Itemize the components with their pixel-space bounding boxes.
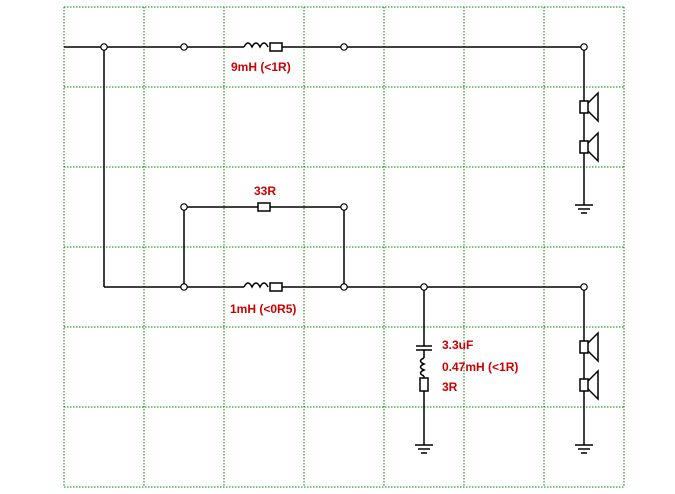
node [180, 283, 188, 291]
node [580, 283, 588, 291]
grid [63, 6, 625, 488]
node [340, 43, 348, 51]
label-resistor-33r: 33R [254, 184, 277, 198]
node [340, 283, 348, 291]
speaker-lower-2-icon [579, 369, 599, 401]
label-capacitor-3-3uf: 3.3uF [442, 338, 474, 352]
node [420, 283, 428, 291]
ground-lower-icon [575, 444, 593, 454]
label-inductor-9mh: 9mH (<1R) [231, 60, 291, 74]
speaker-lower-1-icon [579, 331, 599, 363]
label-inductor-1mh: 1mH (<0R5) [230, 302, 297, 316]
speaker-upper-2-icon [579, 131, 599, 163]
inductor-1mh [243, 282, 283, 292]
nodes [100, 43, 588, 291]
label-inductor-0-47mh: 0.47mH (<1R) [442, 360, 519, 374]
node [340, 203, 348, 211]
ground-shunt-icon [415, 444, 433, 454]
node [100, 43, 108, 51]
label-resistor-3r: 3R [442, 380, 458, 394]
speaker-upper-1-icon [579, 91, 599, 123]
ground-upper-icon [575, 204, 593, 214]
node [580, 43, 588, 51]
shunt-branch [416, 287, 432, 445]
node [180, 43, 188, 51]
node [180, 203, 188, 211]
inductor-9mh [243, 42, 283, 52]
wire-top [64, 46, 584, 287]
resistor-branch-33r [183, 202, 345, 287]
